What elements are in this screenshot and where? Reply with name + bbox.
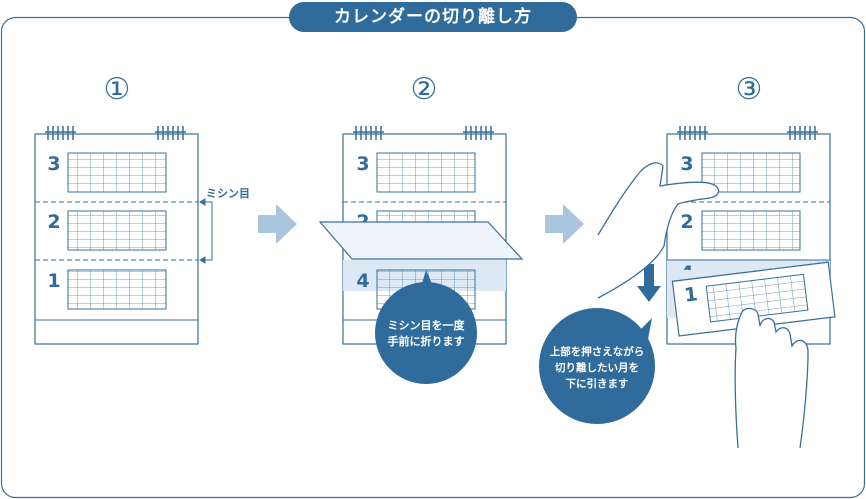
calendar-step2 — [318, 126, 524, 345]
speech-bubble-step2 — [375, 270, 477, 384]
bubble-step3-text: 上部を押さえながら 切り離したい月を 下に引きます — [542, 344, 652, 392]
date-grid — [701, 210, 801, 251]
bubble-line: 上部を押さえながら — [549, 346, 645, 358]
month-number: 2 — [356, 211, 370, 222]
month-number: 3 — [680, 153, 694, 175]
step-number-1: ① — [103, 72, 131, 107]
torn-sheet — [671, 261, 836, 337]
next-arrow-icon — [258, 204, 297, 244]
next-arrow-icon — [545, 204, 584, 244]
month-number: 3 — [356, 153, 370, 175]
date-grid — [376, 152, 476, 193]
pull-down-arrow-icon — [637, 264, 661, 302]
month-number: 2 — [680, 211, 694, 233]
step-number-3: ③ — [735, 72, 763, 107]
folded-flap — [318, 221, 524, 260]
calendar-step3 — [597, 126, 836, 449]
calendar-step1 — [34, 126, 199, 345]
perforation-bracket — [199, 198, 213, 264]
binding-rings-icon — [45, 126, 186, 140]
binding-rings-icon — [677, 126, 818, 140]
step-number-2: ② — [410, 72, 438, 107]
bubble-line: 切り離したい月を — [555, 362, 639, 374]
month-number: 3 — [47, 153, 61, 175]
page-title: カレンダーの切り離し方 — [289, 2, 577, 32]
bubble-line: 手前に折ります — [387, 335, 465, 348]
month-number: 2 — [47, 211, 61, 233]
bubble-step2-text: ミシン目を一度 手前に折ります — [375, 318, 477, 350]
bubble-line: 下に引きます — [565, 378, 629, 390]
date-grid — [701, 152, 801, 193]
month-number: 1 — [47, 270, 61, 292]
date-grid — [67, 152, 167, 193]
perforation-label: ミシン目 — [206, 187, 250, 200]
month-number: 4 — [678, 262, 696, 270]
date-grid — [67, 269, 167, 310]
date-grid — [67, 210, 167, 251]
torn-month-number: 1 — [683, 283, 699, 307]
bubble-line: ミシン目を一度 — [387, 319, 465, 332]
upper-hand-icon — [597, 162, 720, 299]
binding-rings-icon — [353, 126, 494, 140]
speech-bubble-step3 — [539, 308, 655, 424]
lower-hand-icon — [734, 307, 809, 449]
month-number: 4 — [356, 270, 370, 292]
